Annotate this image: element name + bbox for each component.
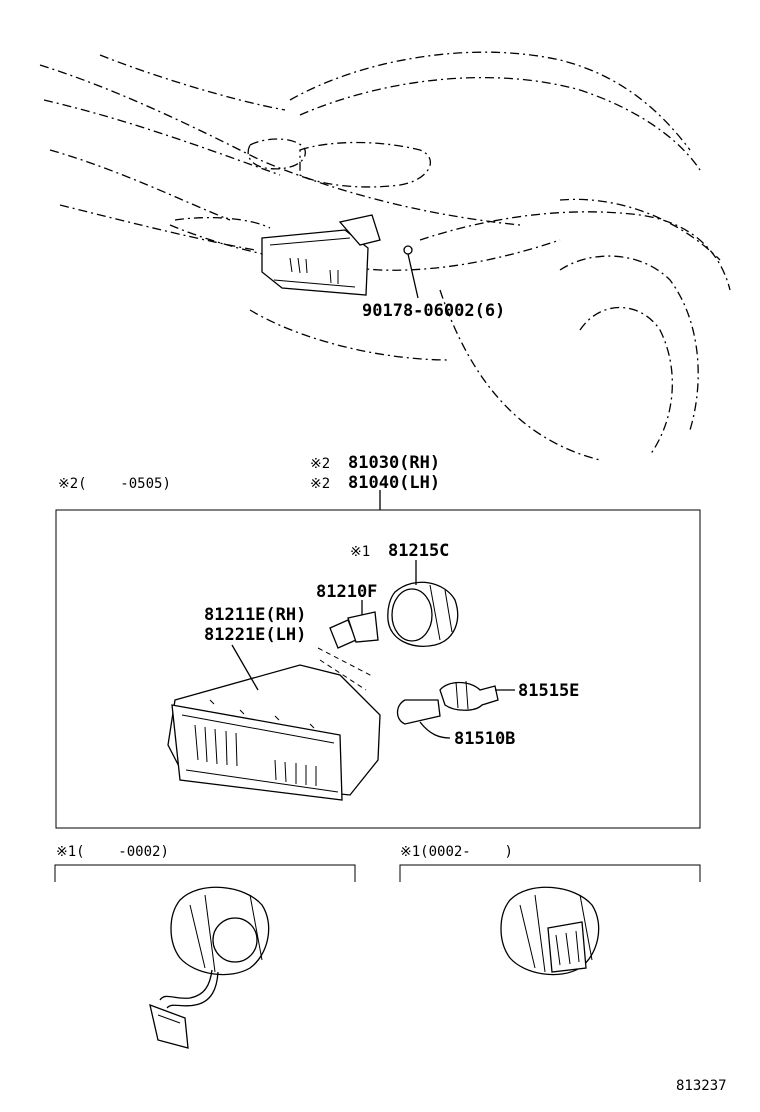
label-lamp-lh: 81040(LH) (348, 473, 440, 493)
socket-variant-left-illustration (149, 886, 270, 1049)
label-lens-lh: 81221E(LH) (204, 625, 306, 645)
label-lens-rh: 81211E(RH) (204, 605, 306, 625)
assembly-box (55, 490, 701, 829)
label-variant-left: ※1( -0002) (56, 844, 169, 860)
small-bulb-and-socket-illustration (396, 680, 515, 739)
car-front-outline (39, 51, 731, 461)
label-clip-part-number: 90178-06002(6) (362, 301, 505, 321)
figure-number: 813237 (676, 1078, 727, 1094)
label-lamp-lh-prefix: ※2 (310, 476, 330, 492)
label-lamp-rh: 81030(RH) (348, 453, 440, 473)
label-lamp-rh-prefix: ※2 (310, 456, 330, 472)
variant-left-bracket (54, 864, 356, 882)
variant-right-bracket (399, 864, 701, 882)
socket-cover-illustration (387, 560, 459, 647)
socket-variant-right-illustration (500, 886, 600, 976)
label-small-socket: 81515E (518, 681, 579, 701)
h-bulb-illustration (329, 600, 379, 649)
label-small-bulb: 81510B (454, 729, 515, 749)
label-socket-cover-prefix: ※1 (350, 544, 370, 560)
label-h-bulb: 81210F (316, 582, 377, 602)
fog-lamp-on-car (261, 214, 419, 299)
fog-lamp-assembly-illustration (167, 644, 381, 801)
label-socket-cover: 81215C (388, 541, 449, 561)
label-box-note: ※2( -0505) (58, 476, 171, 492)
label-variant-right: ※1(0002- ) (400, 844, 513, 860)
